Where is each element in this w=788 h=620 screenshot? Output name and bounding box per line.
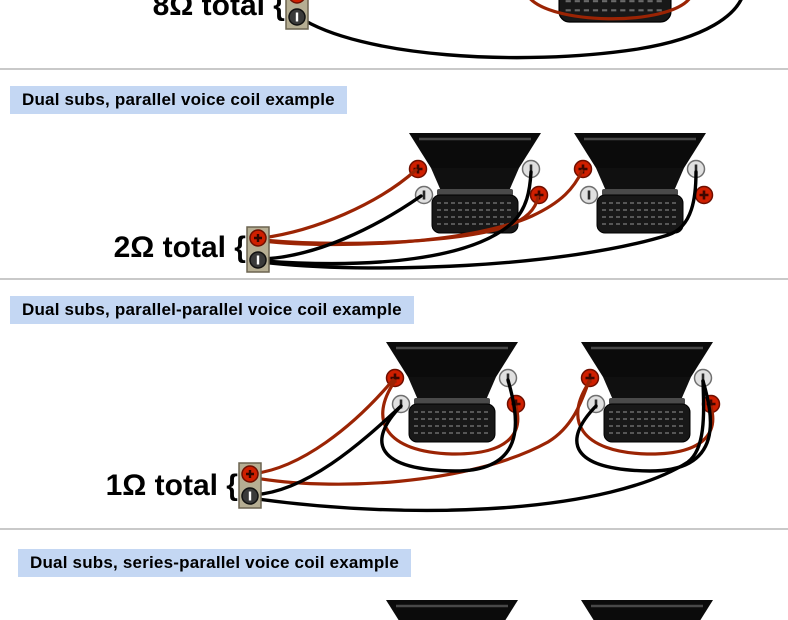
speaker-wire-black	[248, 405, 402, 497]
impedance-label-8-ohm: 8Ω total {	[152, 0, 285, 22]
speaker-wire-red	[260, 195, 540, 245]
wiring-harness	[260, 168, 698, 270]
speaker-wire-red	[529, 0, 691, 21]
amp-terminal-block	[286, 0, 308, 29]
speaker-wire-black	[260, 170, 698, 270]
speaker-wire-black	[260, 194, 423, 261]
section-series-parallel-diagram	[386, 600, 720, 620]
speaker-wire-black	[380, 378, 518, 473]
wiring-harness	[248, 378, 715, 513]
section-parallel-parallel-diagram	[239, 342, 720, 513]
impedance-label-1-ohm: 1Ω total {	[105, 469, 238, 502]
amp-terminal-block	[247, 227, 269, 272]
subwoofer-right	[581, 342, 720, 442]
speaker-wire-black	[297, 0, 743, 60]
speaker-wire-black	[260, 170, 533, 266]
section-divider	[0, 68, 788, 70]
amp-terminal-block	[239, 463, 261, 508]
section-header-series-parallel: Dual subs, series-parallel voice coil ex…	[18, 549, 412, 577]
section-series-voice-coil-diagram	[286, 0, 743, 60]
subwoofer-left	[386, 600, 525, 620]
section-parallel-diagram	[247, 133, 713, 272]
speaker-wire-red	[248, 378, 395, 476]
section-header-parallel-parallel: Dual subs, parallel-parallel voice coil …	[10, 296, 414, 324]
speaker-wire-black	[575, 379, 713, 473]
subwoofer-left	[386, 342, 525, 442]
section-header-parallel: Dual subs, parallel voice coil example	[10, 86, 347, 114]
section-divider	[0, 528, 788, 530]
section-divider	[0, 278, 788, 280]
impedance-label-2-ohm: 2Ω total {	[113, 231, 246, 264]
speaker-wire-red	[260, 168, 418, 240]
subwoofer-right	[581, 600, 720, 620]
speaker-wire-black	[248, 379, 706, 513]
subwoofer-right	[574, 133, 713, 233]
